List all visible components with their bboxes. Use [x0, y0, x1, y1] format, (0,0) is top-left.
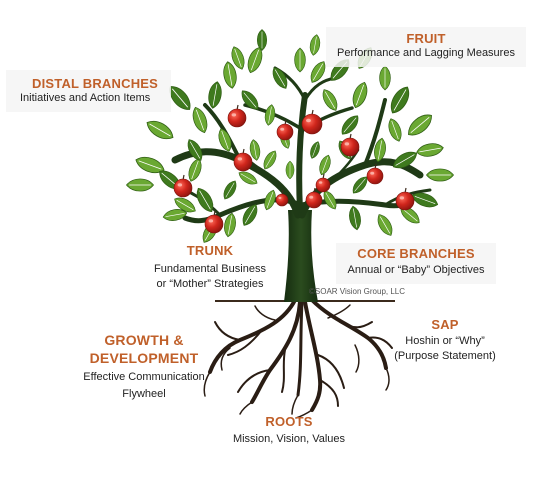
leaf-icon	[162, 209, 188, 221]
sap-description-line-2: (Purpose Statement)	[394, 350, 496, 362]
leaf-icon	[391, 86, 409, 114]
apple-icon	[366, 163, 384, 185]
leaf-icon	[174, 197, 196, 213]
growth-development-label: GROWTH & DEVELOPMENT Effective Communica…	[70, 331, 218, 402]
apple-icon	[340, 133, 360, 157]
leaf-icon	[352, 81, 368, 109]
leaf-icon	[388, 118, 402, 142]
growth-development-description-line-1: Effective Communication	[83, 371, 205, 383]
roots-graphic	[203, 298, 393, 419]
leaf-icon	[377, 214, 393, 236]
leaf-icon	[294, 47, 306, 73]
leaf-icon	[242, 204, 258, 226]
leaf-icon	[379, 65, 391, 91]
apple-icon	[315, 173, 331, 193]
core-branches-description: Annual or “Baby” Objectives	[347, 264, 485, 276]
leaf-icon	[135, 156, 165, 174]
apple-icon	[233, 148, 253, 172]
apple-icon	[173, 174, 193, 198]
fruit-title: FRUIT	[406, 31, 446, 46]
leaf-icon	[231, 46, 245, 70]
leaf-icon	[374, 137, 386, 163]
growth-development-title-line-2: DEVELOPMENT	[89, 350, 199, 366]
leaf-icon	[341, 115, 359, 135]
leaf-icon	[238, 171, 258, 185]
leaf-icon	[224, 212, 236, 238]
apple-icon	[275, 189, 289, 207]
trunk-title: TRUNK	[186, 243, 234, 258]
leaf-icon	[247, 46, 263, 74]
leaf-icon	[192, 106, 208, 134]
leaf-icon	[319, 154, 331, 176]
trunk-graphic	[284, 210, 318, 302]
distal-branches-description: Initiatives and Action Items	[20, 92, 151, 104]
leaf-icon	[264, 104, 276, 126]
leaf-icon	[188, 158, 202, 182]
leaf-icon	[196, 187, 214, 213]
apple-icon	[395, 187, 415, 211]
leaf-icon	[264, 189, 276, 211]
leaves-graphic	[126, 29, 454, 243]
leaf-icon	[272, 67, 288, 89]
leaf-icon	[392, 151, 418, 169]
sap-description-line-1: Hoshin or “Why”	[405, 335, 485, 347]
leaf-icon	[322, 89, 338, 111]
leaf-icon	[249, 139, 261, 161]
growth-development-description-line-2: Flywheel	[122, 388, 166, 400]
growth-development-title-line-1: GROWTH &	[104, 332, 184, 348]
roots-label: ROOTS Mission, Vision, Values	[214, 414, 364, 447]
apple-icon	[204, 210, 224, 234]
leaf-icon	[349, 205, 361, 231]
trunk-label: TRUNK Fundamental Business or “Mother” S…	[148, 243, 272, 292]
leaf-icon	[408, 114, 432, 136]
leaf-icon	[285, 160, 295, 180]
distal-branches-label: DISTAL BRANCHES Initiatives and Action I…	[6, 70, 171, 112]
leaf-icon	[256, 29, 268, 51]
apple-icon	[227, 104, 247, 128]
leaf-icon	[352, 176, 368, 194]
leaf-icon	[263, 150, 277, 170]
apple-icon	[305, 187, 323, 209]
leaf-icon	[426, 168, 454, 182]
copyright-text: ©SOAR Vision Group, LLC	[309, 287, 406, 296]
leaf-icon	[223, 180, 237, 200]
apple-icon	[301, 109, 323, 135]
leaf-icon	[169, 86, 191, 110]
leaf-icon	[218, 128, 232, 152]
roots-description: Mission, Vision, Values	[232, 433, 346, 445]
trunk-description-line-2: or “Mother” Strategies	[156, 278, 264, 290]
roots-title: ROOTS	[265, 414, 313, 429]
trunk-description-line-1: Fundamental Business	[154, 263, 266, 275]
distal-branches-title: DISTAL BRANCHES	[32, 76, 159, 91]
sap-label: SAP Hoshin or “Why” (Purpose Statement)	[384, 317, 506, 364]
fruit-graphic	[173, 104, 415, 234]
leaf-icon	[223, 61, 237, 89]
leaf-icon	[187, 139, 203, 161]
leaf-icon	[310, 61, 326, 83]
leaf-icon	[416, 143, 444, 157]
leaf-icon	[310, 141, 320, 159]
leaf-icon	[241, 90, 259, 110]
core-branches-label: CORE BRANCHES Annual or “Baby” Objective…	[336, 243, 496, 284]
leaf-icon	[146, 121, 174, 139]
sap-title: SAP	[431, 317, 459, 332]
fruit-description: Performance and Lagging Measures	[337, 47, 515, 59]
fruit-label: FRUIT Performance and Lagging Measures	[326, 27, 526, 67]
leaf-icon	[126, 178, 154, 192]
apple-icon	[276, 119, 294, 141]
leaf-icon	[208, 81, 222, 109]
core-branches-title: CORE BRANCHES	[357, 246, 475, 261]
leaf-icon	[309, 34, 321, 56]
